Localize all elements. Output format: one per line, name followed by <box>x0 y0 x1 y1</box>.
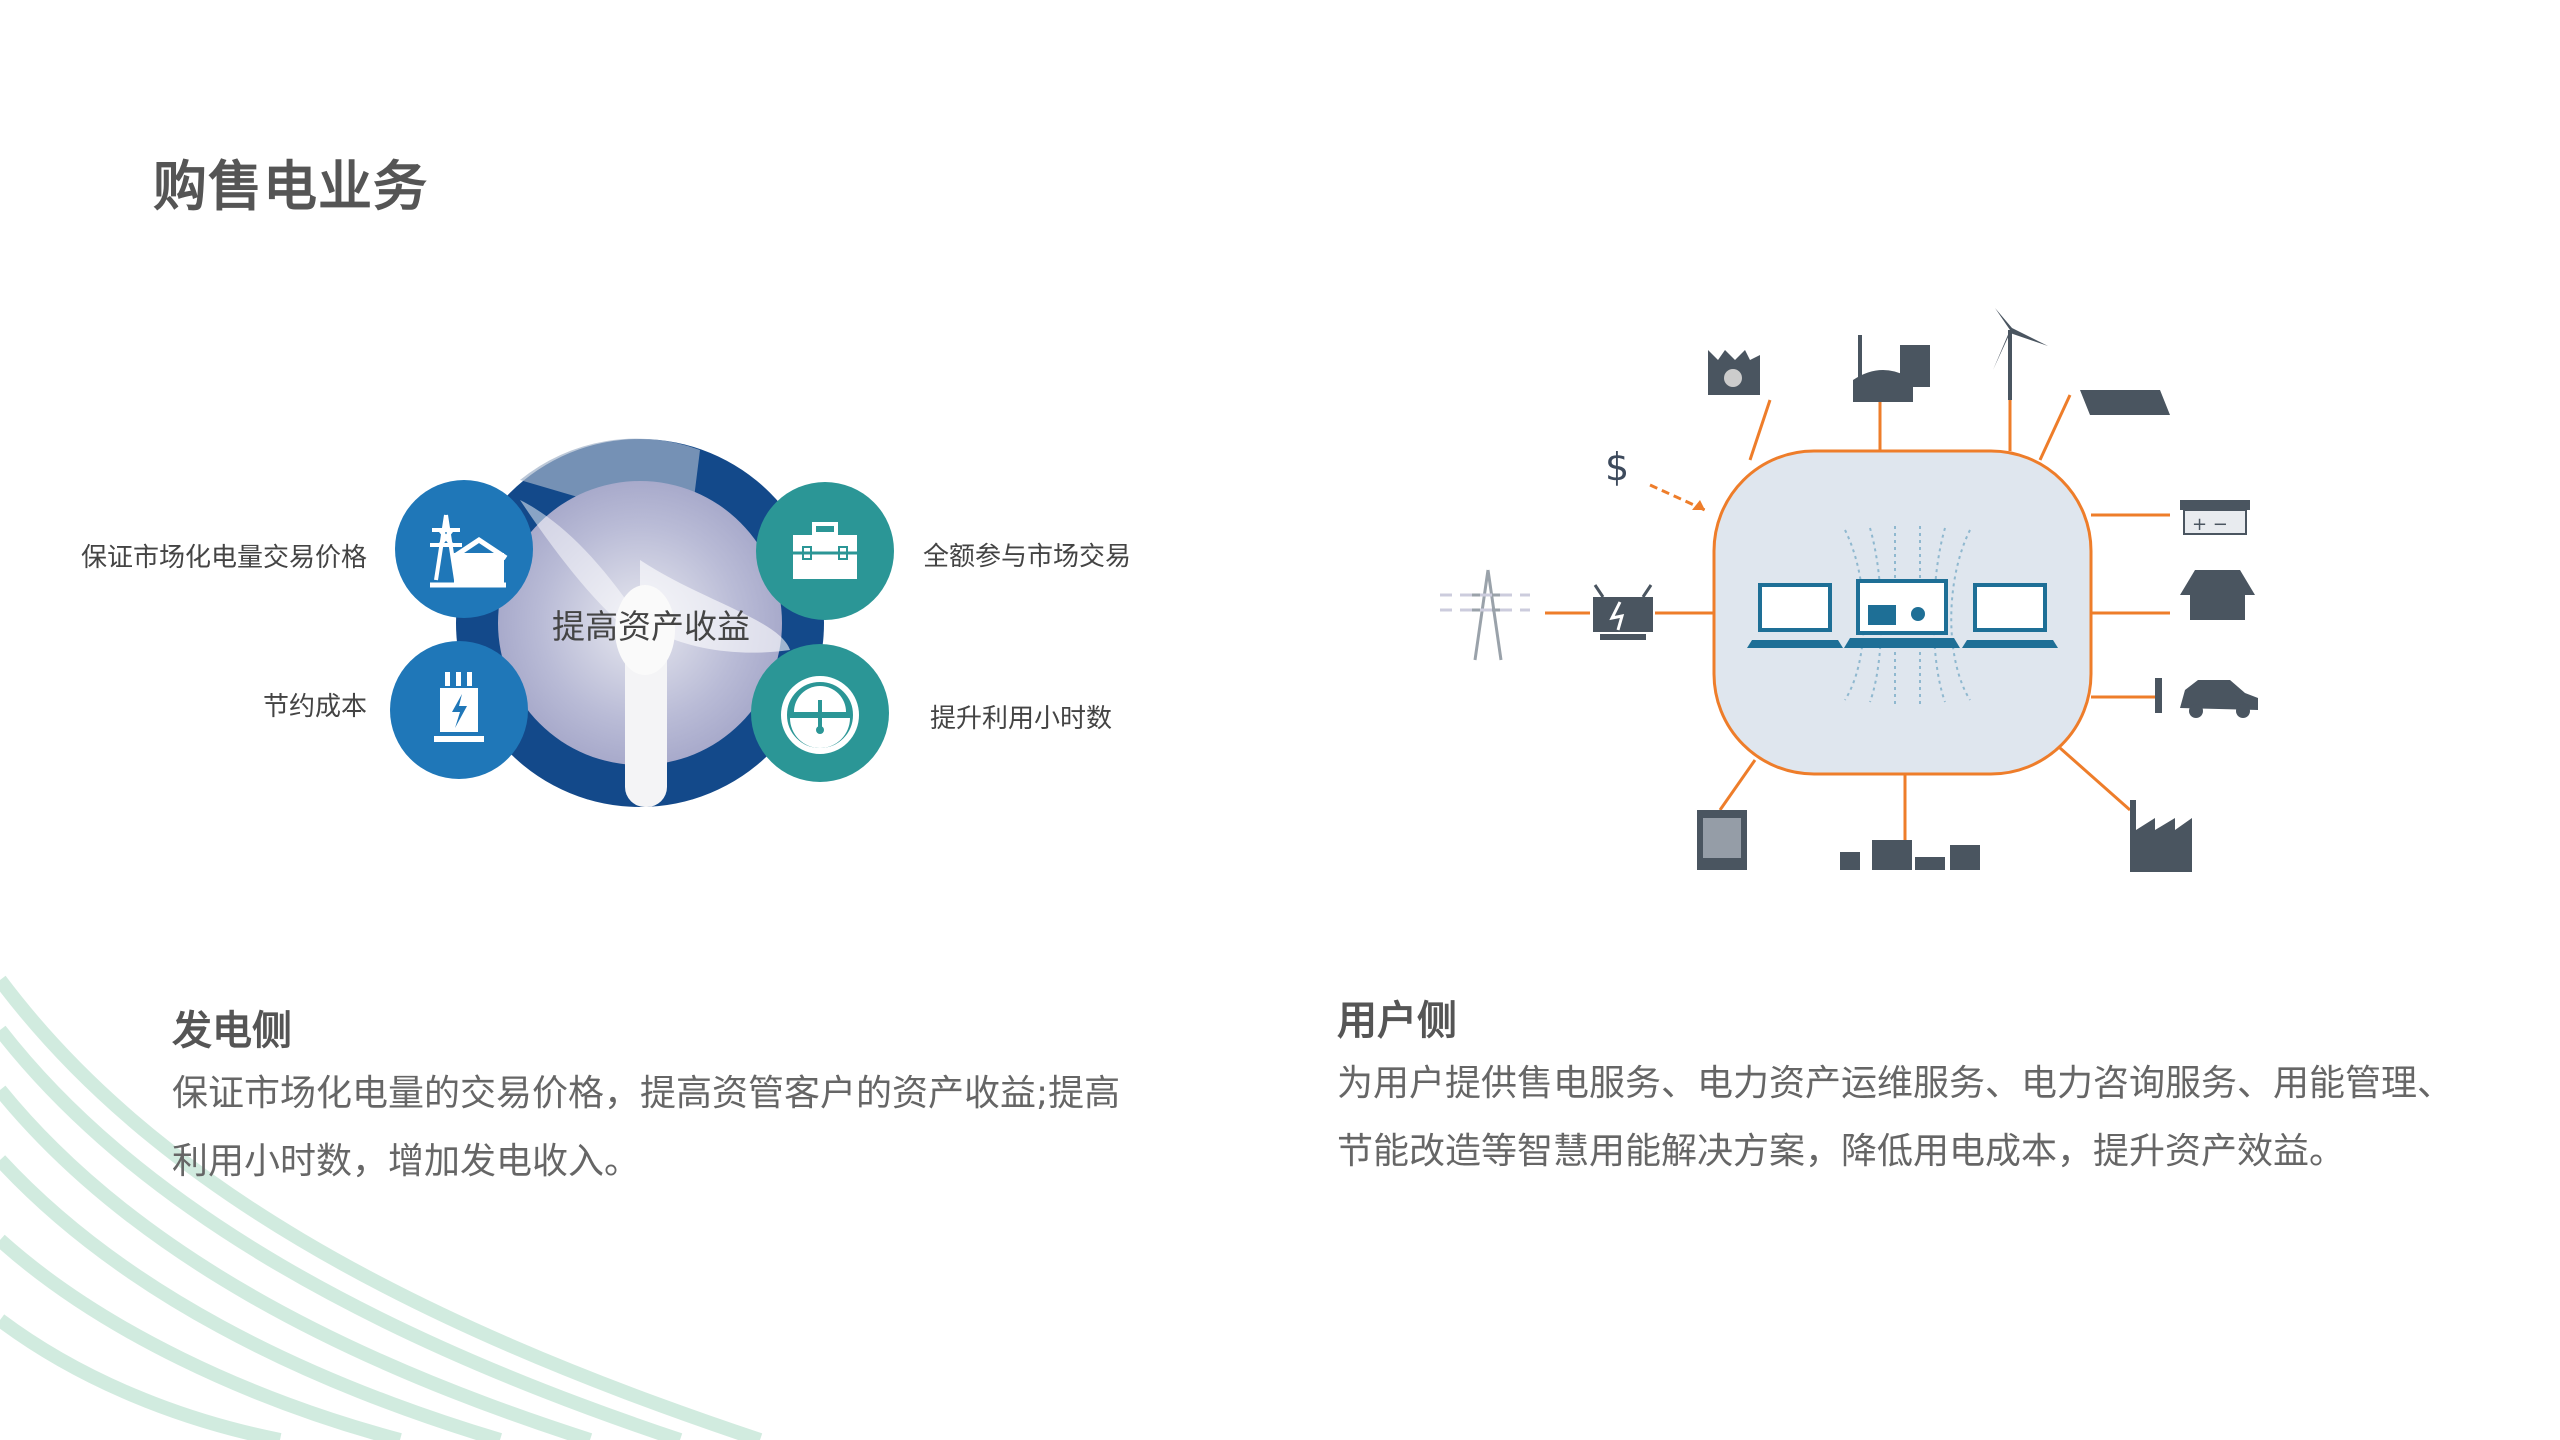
arrow-head-icon <box>1692 500 1705 510</box>
page-title: 购售电业务 <box>153 155 428 218</box>
solar-house-icon <box>2180 570 2255 620</box>
label-full-market-trade: 全额参与市场交易 <box>923 542 1132 572</box>
user-side-text: 为用户提供售电服务、电力资产运维服务、电力咨询服务、用能管理、节能改造等智慧用能… <box>1337 1063 2454 1172</box>
transformer-button <box>390 641 528 779</box>
industrial-complex-icon <box>1840 840 1980 870</box>
power-tower-house-button <box>395 480 533 618</box>
factory-icon <box>2130 800 2192 872</box>
label-utilization-hours: 提升利用小时数 <box>930 704 1113 734</box>
power-pylon-icon <box>1440 569 1530 661</box>
power-tower-house-icon <box>430 514 508 588</box>
toolbox-button <box>756 482 894 620</box>
svg-text:+ −: + − <box>2192 514 2228 535</box>
center-ring <box>456 438 824 807</box>
toolbox-icon <box>793 522 857 579</box>
laptop-main-icon <box>1844 579 1960 648</box>
generation-side-text: 保证市场化电量的交易价格，提高资管客户的资产收益;提高利用小时数，增加发电收入。 <box>172 1073 1121 1182</box>
connection-lines <box>1545 394 2170 840</box>
label-save-cost: 节约成本 <box>262 692 367 722</box>
ev-charging-car-icon <box>2155 678 2258 718</box>
center-label: 提高资产收益 <box>552 607 750 646</box>
label-guarantee-price: 保证市场化电量交易价格 <box>80 543 367 573</box>
gauge-button <box>751 644 889 782</box>
solar-panel-icon <box>2080 390 2170 415</box>
generation-side-heading: 发电侧 <box>172 1008 292 1054</box>
currency-icon: $ <box>1605 445 1630 489</box>
office-building-icon <box>1697 810 1747 870</box>
user-side-heading: 用户侧 <box>1337 998 1457 1044</box>
biogas-plant-icon <box>1853 335 1930 402</box>
battery-icon: + − <box>2180 500 2250 535</box>
transformer-station-icon <box>1593 584 1653 640</box>
laptop-icon <box>1747 583 1843 648</box>
transformer-icon <box>434 672 484 742</box>
laptop-icon <box>1962 583 2058 648</box>
gauge-icon <box>781 676 859 754</box>
wind-turbine-icon <box>1993 308 2048 400</box>
